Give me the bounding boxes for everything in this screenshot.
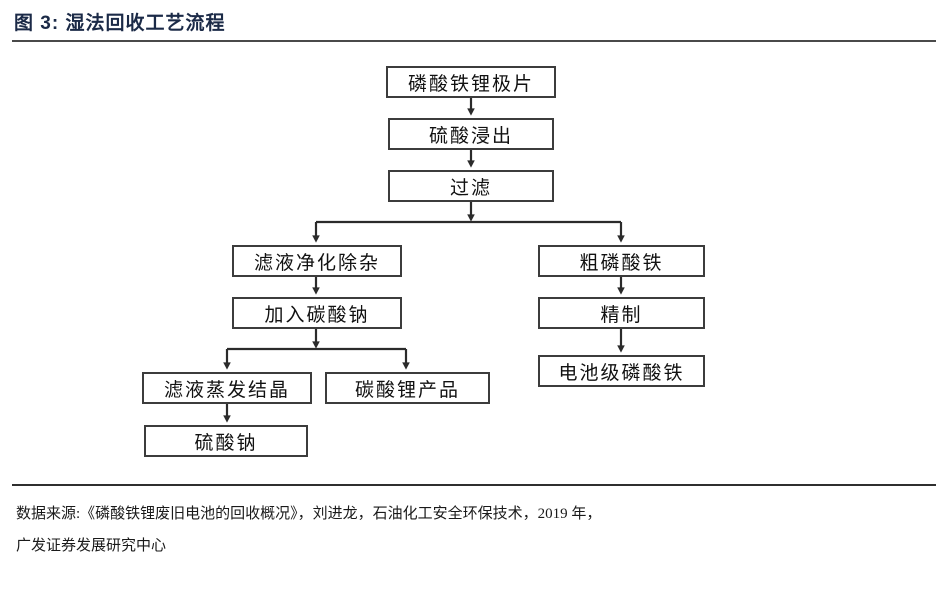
flow-node-lithium-carbonate-product[interactable]: 碳酸锂产品 bbox=[325, 372, 490, 404]
title-divider bbox=[12, 40, 936, 42]
flow-node-sulfuric-acid-leaching[interactable]: 硫酸浸出 bbox=[388, 118, 554, 150]
source-note-line-2: 广发证券发展研究中心 bbox=[16, 538, 167, 554]
source-note: 数据来源:《磷酸铁锂废旧电池的回收概况》，刘进龙，石油化工安全环保技术，2019… bbox=[16, 498, 916, 562]
flow-node-add-sodium-carbonate[interactable]: 加入碳酸钠 bbox=[232, 297, 402, 329]
page-title: 图 3: 湿法回收工艺流程 bbox=[14, 13, 226, 34]
flowchart-connectors bbox=[223, 98, 625, 423]
flow-node-crude-iron-phosphate[interactable]: 粗磷酸铁 bbox=[538, 245, 705, 277]
source-note-line-1: 数据来源:《磷酸铁锂废旧电池的回收概况》，刘进龙，石油化工安全环保技术，2019… bbox=[16, 506, 602, 522]
flow-node-filtrate-purification[interactable]: 滤液净化除杂 bbox=[232, 245, 402, 277]
flow-node-sodium-sulfate[interactable]: 硫酸钠 bbox=[144, 425, 308, 457]
flow-node-lfp-electrode[interactable]: 磷酸铁锂极片 bbox=[386, 66, 556, 98]
flow-node-battery-grade-iron-phosphate[interactable]: 电池级磷酸铁 bbox=[538, 355, 705, 387]
flow-node-refining[interactable]: 精制 bbox=[538, 297, 705, 329]
flow-node-filtration[interactable]: 过滤 bbox=[388, 170, 554, 202]
flowchart: 磷酸铁锂极片 硫酸浸出 过滤 滤液净化除杂 粗磷酸铁 加入碳酸钠 精制 滤液蒸发… bbox=[0, 48, 948, 478]
flow-node-filtrate-evaporation-crystallization[interactable]: 滤液蒸发结晶 bbox=[142, 372, 312, 404]
footer-divider bbox=[12, 484, 936, 486]
